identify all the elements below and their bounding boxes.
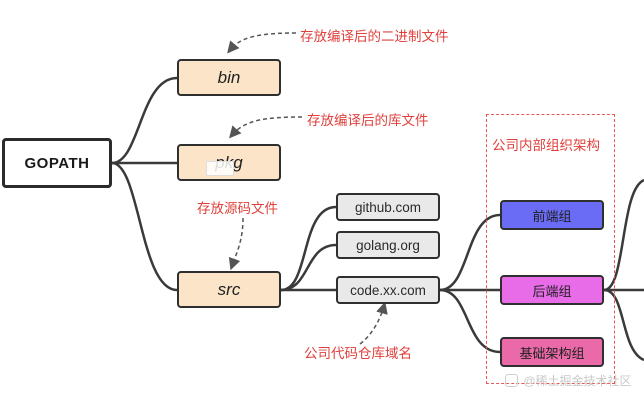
arrow-bin-note <box>227 32 297 54</box>
arrow-domain-note <box>359 301 388 345</box>
edge-src-github <box>280 205 337 292</box>
edge-gopath-src <box>111 161 178 292</box>
edge-company-frontend <box>439 213 501 292</box>
watermark: @稀土掘金技术社区 <box>505 372 632 389</box>
edge-backend-next-3 <box>603 288 644 362</box>
repo-github-node: github.com <box>336 193 440 221</box>
edge-gopath-bin <box>111 76 178 165</box>
edge-src-golang <box>280 243 337 292</box>
pkg-overlay-fragment <box>206 161 234 176</box>
edge-backend-next-1 <box>603 178 644 292</box>
watermark-icon <box>505 374 518 387</box>
watermark-text: @稀土掘金技术社区 <box>523 374 632 388</box>
team-frontend-node: 前端组 <box>500 200 604 230</box>
organization-group-box <box>486 114 615 384</box>
annotation-pkg: 存放编译后的库文件 <box>307 113 429 128</box>
arrow-pkg-note <box>229 116 303 139</box>
bin-folder-node: bin <box>177 59 281 96</box>
team-backend-node: 后端组 <box>500 275 604 305</box>
src-folder-node: src <box>177 271 281 308</box>
annotation-bin: 存放编译后的二进制文件 <box>300 29 449 44</box>
team-infra-node: 基础架构组 <box>500 337 604 367</box>
organization-group-title: 公司内部组织架构 <box>492 138 600 153</box>
gopath-node: GOPATH <box>2 138 112 188</box>
annotation-domain: 公司代码仓库域名 <box>304 346 412 361</box>
repo-golang-node: golang.org <box>336 231 440 259</box>
edge-company-infra <box>439 288 501 354</box>
annotation-src: 存放源码文件 <box>197 201 278 216</box>
repo-company-node: code.xx.com <box>336 276 440 304</box>
arrow-src-note <box>228 217 244 271</box>
